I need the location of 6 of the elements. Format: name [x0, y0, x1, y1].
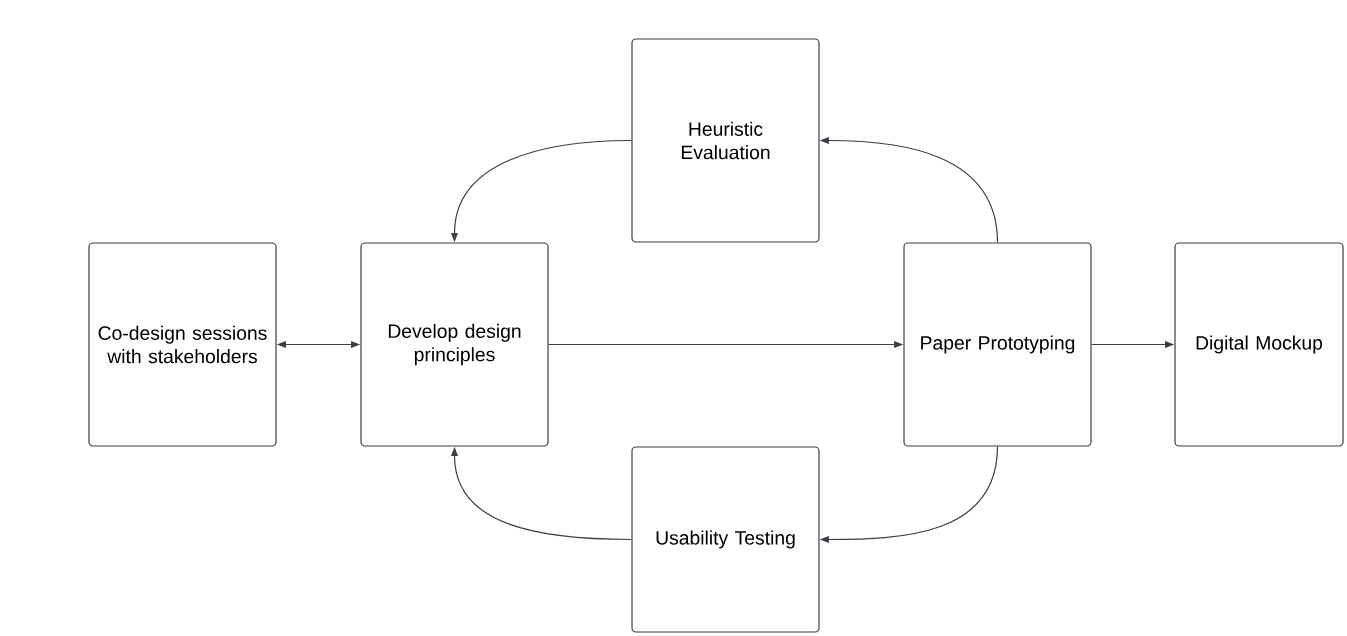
process-box: Digital Mockup — [1174, 242, 1344, 447]
process-box: Co-design sessions with stakeholders — [88, 242, 277, 447]
process-box: Usability Testing — [631, 446, 820, 633]
process-box: Heuristic Evaluation — [631, 38, 820, 243]
process-box: Develop design principles — [360, 242, 549, 447]
process-box: Paper Prototyping — [903, 242, 1092, 447]
